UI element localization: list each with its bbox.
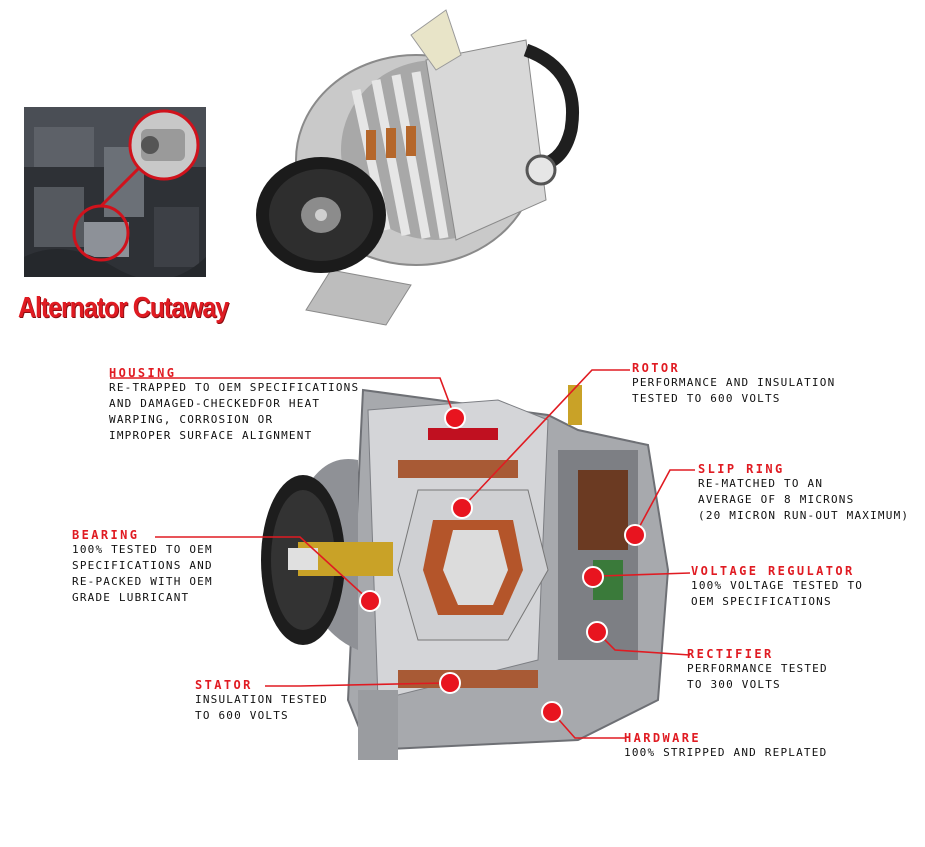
page-title: Alternator Cutaway	[18, 292, 228, 325]
callout-line: TESTED TO 600 VOLTS	[632, 391, 835, 407]
callout-line: PERFORMANCE AND INSULATION	[632, 375, 835, 391]
callout-heading: ROTOR	[632, 361, 835, 375]
callout-line: SPECIFICATIONS AND	[72, 558, 213, 574]
callout-line: (20 MICRON RUN-OUT MAXIMUM)	[698, 508, 909, 524]
callout-line: 100% VOLTAGE TESTED TO	[691, 578, 863, 594]
callout-slip-ring: SLIP RING RE-MATCHED TO AN AVERAGE OF 8 …	[698, 462, 909, 524]
callout-line: INSULATION TESTED	[195, 692, 328, 708]
callout-bearing: BEARING 100% TESTED TO OEM SPECIFICATION…	[72, 528, 213, 606]
callout-voltage-regulator: VOLTAGE REGULATOR 100% VOLTAGE TESTED TO…	[691, 564, 863, 610]
callout-line: GRADE LUBRICANT	[72, 590, 213, 606]
callout-housing: HOUSING RE-TRAPPED TO OEM SPECIFICATIONS…	[109, 366, 359, 444]
alternator-product-photo	[236, 0, 610, 330]
callout-heading: VOLTAGE REGULATOR	[691, 564, 863, 578]
callout-line: PERFORMANCE TESTED	[687, 661, 828, 677]
callout-line: TO 600 VOLTS	[195, 708, 328, 724]
callout-line: AVERAGE OF 8 MICRONS	[698, 492, 909, 508]
callout-rotor: ROTOR PERFORMANCE AND INSULATION TESTED …	[632, 361, 835, 407]
callout-line: TO 300 VOLTS	[687, 677, 828, 693]
callout-line: RE-PACKED WITH OEM	[72, 574, 213, 590]
callout-heading: STATOR	[195, 678, 328, 692]
callout-heading: SLIP RING	[698, 462, 909, 476]
callout-line: 100% TESTED TO OEM	[72, 542, 213, 558]
engine-bay-illustration	[24, 107, 206, 277]
callout-line: 100% STRIPPED AND REPLATED	[624, 745, 827, 761]
callout-line: WARPING, CORROSION OR	[109, 412, 359, 428]
callout-line: IMPROPER SURFACE ALIGNMENT	[109, 428, 359, 444]
alternator-product-illustration	[236, 0, 610, 330]
callout-heading: HARDWARE	[624, 731, 827, 745]
callout-heading: RECTIFIER	[687, 647, 828, 661]
callout-rectifier: RECTIFIER PERFORMANCE TESTED TO 300 VOLT…	[687, 647, 828, 693]
callout-stator: STATOR INSULATION TESTED TO 600 VOLTS	[195, 678, 328, 724]
callout-line: RE-TRAPPED TO OEM SPECIFICATIONS	[109, 380, 359, 396]
callout-heading: BEARING	[72, 528, 213, 542]
callout-line: RE-MATCHED TO AN	[698, 476, 909, 492]
callout-heading: HOUSING	[109, 366, 359, 380]
callout-line: OEM SPECIFICATIONS	[691, 594, 863, 610]
callout-line: AND DAMAGED-CHECKEDFOR HEAT	[109, 396, 359, 412]
callout-hardware: HARDWARE 100% STRIPPED AND REPLATED	[624, 731, 827, 761]
engine-bay-photo	[24, 107, 206, 277]
